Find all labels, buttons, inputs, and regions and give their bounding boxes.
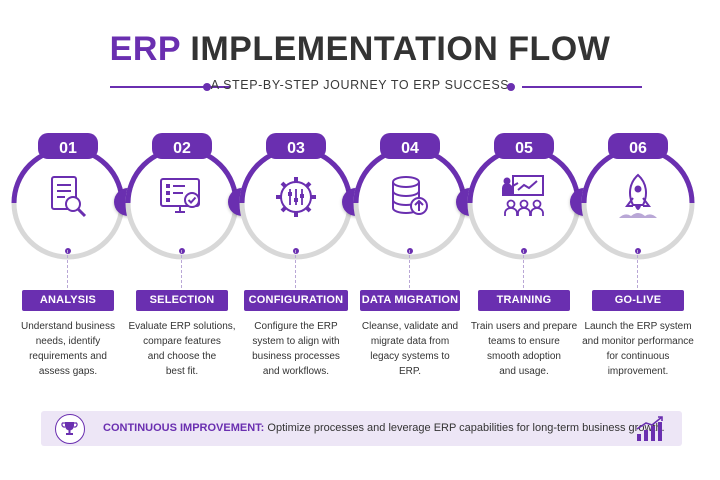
step-06: 06 <box>580 130 696 390</box>
gear-sliders-icon <box>276 177 316 217</box>
document-search-icon <box>51 176 87 218</box>
step-dashed-connector <box>637 250 639 288</box>
step-label: GO-LIVE <box>592 290 684 311</box>
step-number: 05 <box>515 140 533 157</box>
step-anchor-dot <box>521 248 527 254</box>
step-description-line: Launch the ERP system <box>584 321 692 332</box>
step-number: 02 <box>173 140 191 157</box>
step-05: 05 <box>466 130 582 390</box>
step-anchor-dot <box>179 248 185 254</box>
step-description-line: Cleanse, validate and <box>361 321 459 332</box>
subtitle-row: A STEP-BY-STEP JOURNEY TO ERP SUCCESS <box>0 76 720 98</box>
step-description: Understand business needs, identify requir… <box>6 319 130 379</box>
step-number: 03 <box>287 140 305 157</box>
step-description-line: teams to ensure <box>488 336 560 347</box>
step-description-line: ERP. <box>398 366 422 377</box>
step-03: 03 <box>238 130 354 390</box>
continuous-improvement-banner: CONTINUOUS IMPROVEMENT: Optimize process… <box>41 411 682 446</box>
step-description-line: and usage. <box>499 366 549 377</box>
step-description: Evaluate ERP solutions, compare features a… <box>120 319 244 379</box>
checklist-monitor-icon <box>160 178 200 213</box>
trophy-icon <box>55 414 85 444</box>
subtitle: A STEP-BY-STEP JOURNEY TO ERP SUCCESS <box>210 78 510 92</box>
step-description-line: requirements and <box>29 351 107 362</box>
step-dashed-connector <box>67 250 69 288</box>
subtitle-dot-right <box>507 83 515 91</box>
step-description-line: compare features <box>143 336 221 347</box>
step-dashed-connector <box>181 250 183 288</box>
step-description-line: Train users and prepare <box>470 321 578 332</box>
step-description-line: smooth adoption <box>487 351 561 362</box>
banner-description: Optimize processes and leverage ERP capa… <box>267 422 665 434</box>
presentation-team-icon <box>502 175 544 216</box>
step-description-line: needs, identify <box>35 336 101 347</box>
step-ring <box>125 133 239 260</box>
subtitle-line-left <box>110 86 230 88</box>
growth-chart-icon <box>634 415 666 443</box>
step-anchor-dot <box>407 248 413 254</box>
step-description-line: and monitor performance <box>582 336 694 347</box>
step-description: Train users and prepare teams to ensure sm… <box>462 319 586 379</box>
step-anchor-dot <box>293 248 299 254</box>
step-description-line: legacy systems to <box>370 351 450 362</box>
step-description-line: Configure the ERP <box>254 321 338 332</box>
step-description-line: Understand business <box>21 321 115 332</box>
step-dashed-connector <box>409 250 411 288</box>
step-description-line: best fit. <box>165 366 199 377</box>
banner-label: CONTINUOUS IMPROVEMENT: <box>103 422 265 434</box>
step-description-line: assess gaps. <box>38 366 98 377</box>
step-label: DATA MIGRATION <box>360 290 460 311</box>
step-label: TRAINING <box>478 290 570 311</box>
step-dashed-connector <box>523 250 525 288</box>
page-title: ERP IMPLEMENTATION FLOW <box>0 30 720 69</box>
banner-text: CONTINUOUS IMPROVEMENT: Optimize process… <box>103 422 665 434</box>
step-label: SELECTION <box>136 290 228 311</box>
step-description-line: and workflows. <box>262 366 330 377</box>
step-number: 04 <box>401 140 419 157</box>
step-description-line: Evaluate ERP solutions, <box>128 321 236 332</box>
step-number: 06 <box>629 140 647 157</box>
step-label: ANALYSIS <box>22 290 114 311</box>
subtitle-line-right <box>522 86 642 88</box>
step-description: Cleanse, validate and migrate data from le… <box>348 319 472 379</box>
step-dashed-connector <box>295 250 297 288</box>
database-upload-icon <box>392 176 428 215</box>
step-ring <box>581 133 695 260</box>
step-anchor-dot <box>635 248 641 254</box>
title-accent: ERP <box>109 30 181 68</box>
subtitle-dot-left <box>203 83 211 91</box>
step-02: 02 <box>124 130 240 390</box>
step-description: Launch the ERP system and monitor perform… <box>576 319 700 379</box>
step-description-line: improvement. <box>607 366 669 377</box>
title-rest: IMPLEMENTATION FLOW <box>190 30 611 68</box>
step-description-line: business processes <box>252 351 340 362</box>
step-description-line: for continuous <box>606 351 670 362</box>
step-description-line: migrate data from <box>370 336 450 347</box>
step-description-line: and choose the <box>147 351 217 362</box>
step-description-line: system to align with <box>252 336 340 347</box>
step-number: 01 <box>59 140 77 157</box>
step-01: 01 <box>10 130 126 390</box>
step-description: Configure the ERP system to align with bus… <box>234 319 358 379</box>
step-anchor-dot <box>65 248 71 254</box>
rocket-icon <box>619 173 657 218</box>
step-ring <box>467 133 581 260</box>
step-label: CONFIGURATION <box>244 290 348 311</box>
